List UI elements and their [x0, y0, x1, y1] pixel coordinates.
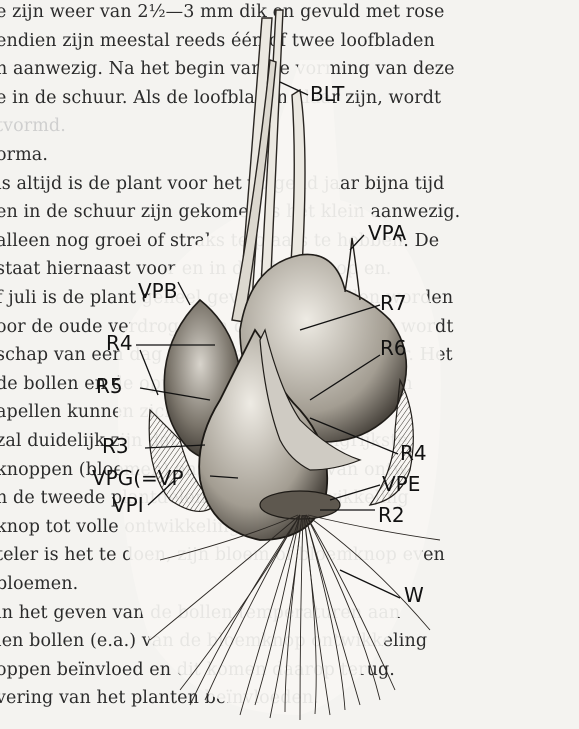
basal-plate — [260, 491, 340, 519]
label-r7: R7 — [380, 291, 407, 315]
label-r6: R6 — [380, 336, 407, 360]
label-w: W — [404, 583, 424, 607]
label-blt: BLT — [310, 82, 345, 106]
label-vpi: VPI — [112, 493, 144, 517]
label-vpa: VPA — [368, 221, 406, 245]
label-vpe: VPE — [382, 472, 420, 496]
label-r4-upper: R4 — [106, 331, 133, 355]
label-vpg: VPG(=VP — [92, 466, 184, 490]
label-r2: R2 — [378, 503, 405, 527]
label-r5: R5 — [96, 374, 123, 398]
label-vpb: VPB — [138, 279, 177, 303]
label-r3: R3 — [102, 434, 129, 458]
label-r4-lower: R4 — [400, 441, 427, 465]
